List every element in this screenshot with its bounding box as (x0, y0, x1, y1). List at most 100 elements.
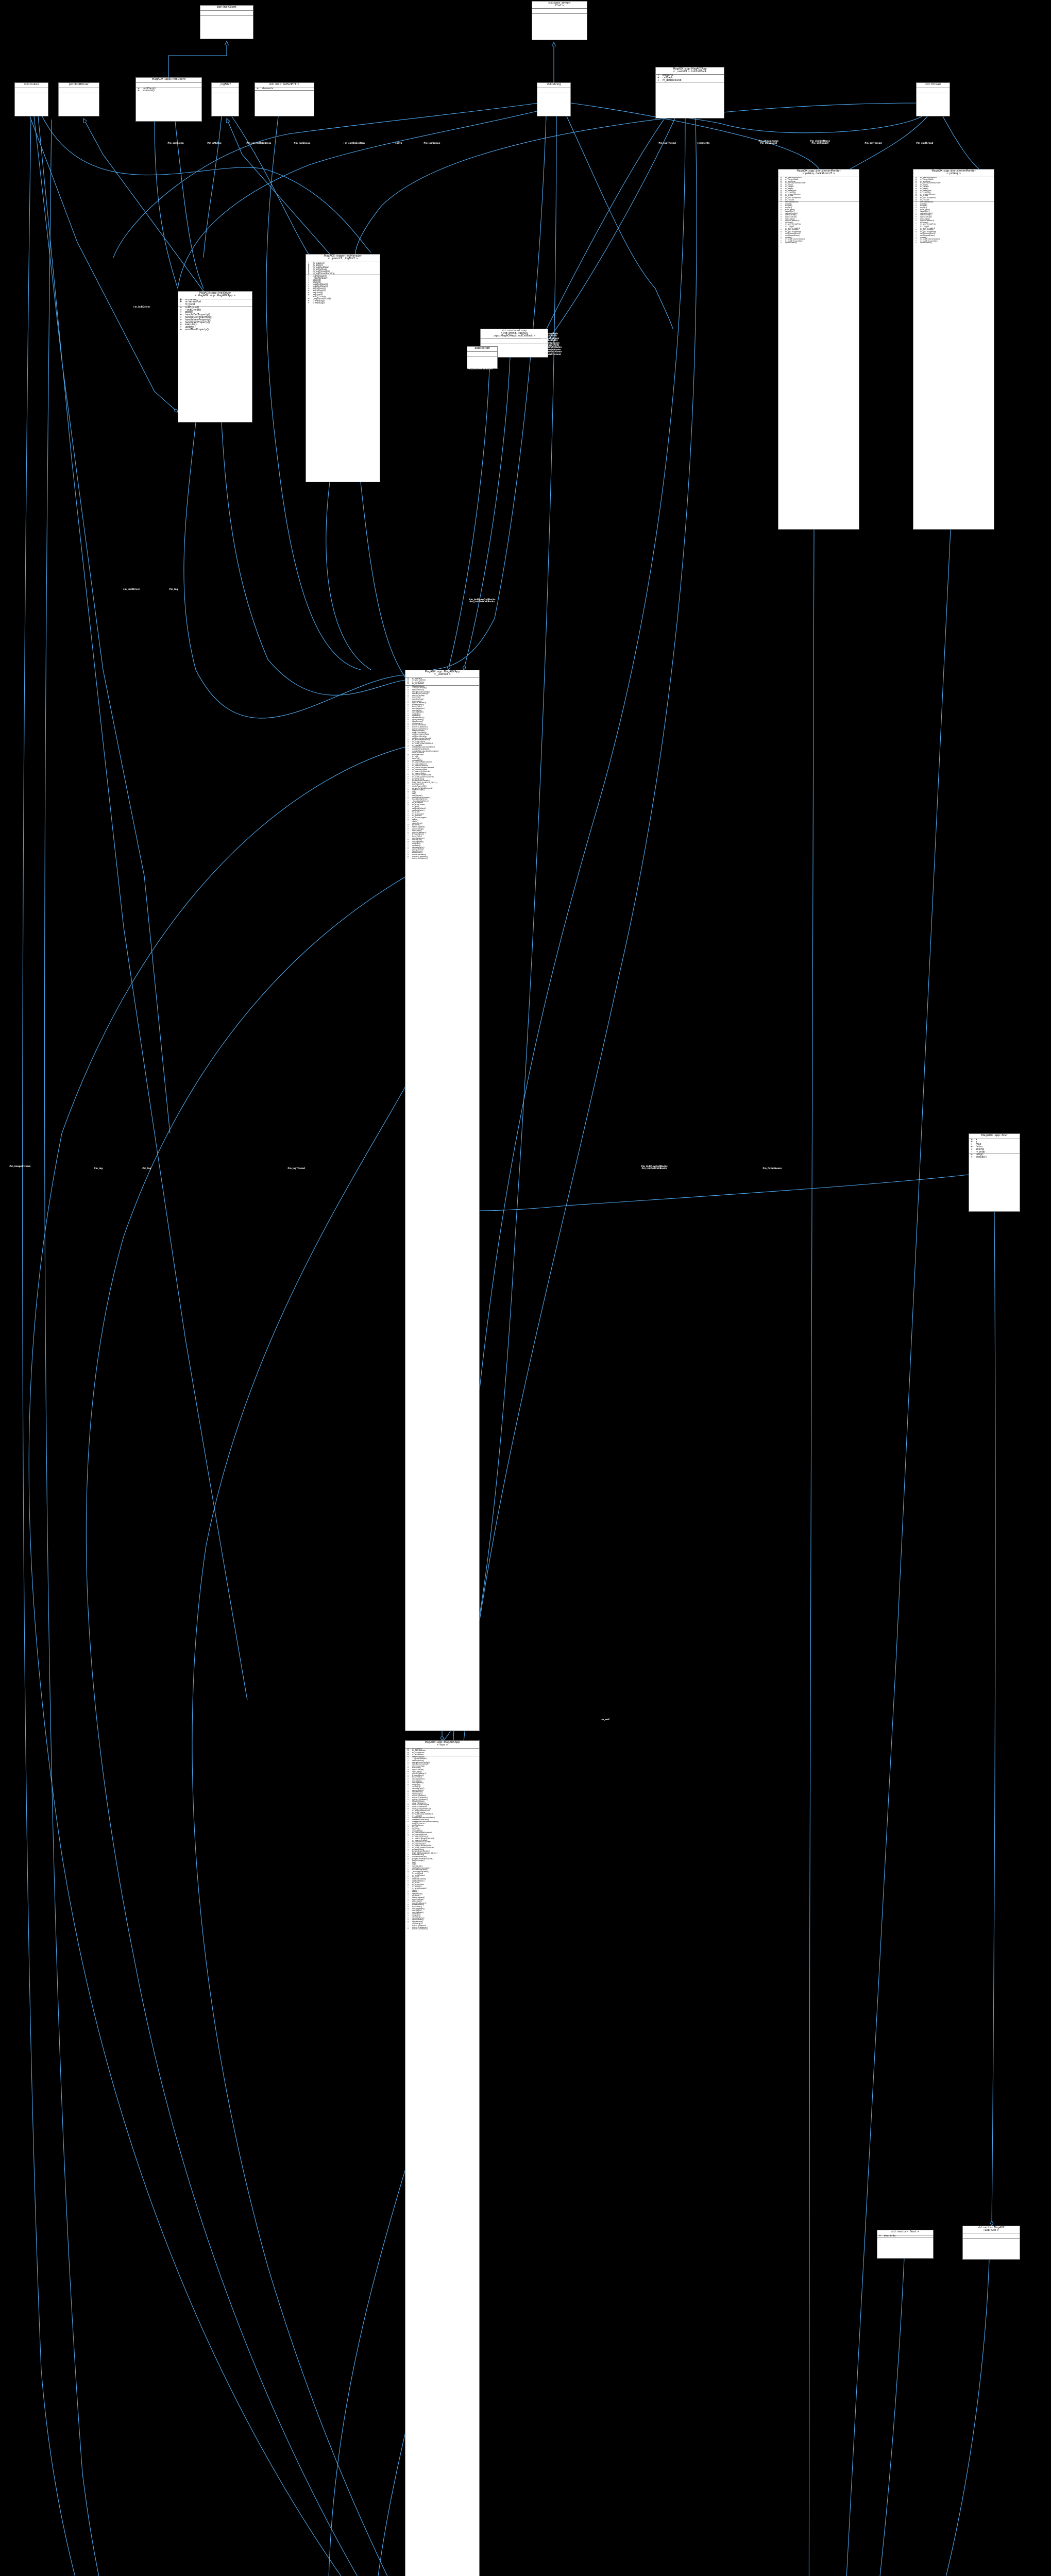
visibility-marker: + (407, 1794, 409, 1797)
visibility-marker: * (408, 1922, 409, 1925)
operations-name: createROIndiText() (412, 1819, 430, 1821)
operations-row: +dataType() (913, 209, 994, 211)
class-attributes-section (532, 9, 587, 14)
attributes-row: #m_restart (913, 199, 994, 201)
visibility-marker: * (408, 1857, 409, 1860)
operations-name: secretsPath() (412, 846, 425, 849)
operations-name: logManager() (313, 274, 327, 277)
operations-name: callBackValueType (412, 1804, 430, 1806)
visibility-marker: * (408, 1815, 409, 1817)
uml-class-indiclient[interactable]: MagAOX::app::indiClient+indiClient()+exe… (135, 77, 202, 122)
visibility-marker: # (915, 182, 917, 184)
uml-class-vector_float[interactable]: std::vector< float >+elements (877, 2230, 934, 2259)
operations-row: *m_powerState (405, 1843, 479, 1845)
uml-class-shmim_dark[interactable]: MagAOX::app::dev::shmimMonitor < psfAcq,… (778, 169, 859, 530)
visibility-marker: + (407, 1783, 409, 1786)
visibility-marker: # (780, 191, 782, 194)
operations-name: onPowerOff() (412, 783, 425, 786)
visibility-marker: * (408, 842, 409, 845)
uml-class-std_mutex[interactable]: std::mutex (14, 82, 48, 116)
uml-class-std_list_bufferptrt[interactable]: std::list< bufferPtrT >+elements (255, 82, 314, 116)
class-attributes-section (963, 2233, 1020, 2239)
uml-class-magaoxapp_true[interactable]: MagAOX::app::MagAOXApp < true >#m_sysPat… (405, 1740, 480, 2576)
edge-label: -m_self (407, 1270, 416, 1273)
operations-name: m_powerOnCounter (412, 1841, 431, 1843)
operations-row: *configBase() (405, 1911, 479, 1914)
operations-name: sysPath() (412, 1785, 421, 1788)
visibility-marker: # (780, 176, 782, 179)
visibility-marker: + (915, 210, 917, 213)
visibility-marker: + (308, 280, 310, 283)
operations-row: *m_stateLogged (405, 1887, 479, 1890)
operations-row: *state() (405, 821, 479, 823)
uml-class-magaoxapp_useindi[interactable]: MagAOX::app::MagAOXApp < _useINDI >#m_sy… (405, 670, 480, 1731)
operations-row: *m_pid (405, 756, 479, 758)
visibility-marker: * (408, 1874, 409, 1876)
visibility-marker: * (408, 817, 409, 819)
visibility-marker: * (408, 1824, 409, 1826)
attributes-name: m_sysPath (412, 677, 422, 680)
class-attributes-section: #m_sysPath#m_secretsPath#m_loopPause#m_s… (405, 677, 479, 686)
operations-name: execute() (185, 324, 197, 327)
visibility-marker: + (308, 291, 310, 294)
operations-row: +setupConfig() (778, 212, 859, 215)
uml-class-star[interactable]: MagAOX::app::Star+x+y+max+fwhm+seeing-m_… (969, 1133, 1020, 1212)
operations-name: execute() (143, 90, 155, 93)
operations-row: *configName() (405, 1908, 479, 1910)
operations-row: +execute() (136, 90, 201, 93)
uml-class-std_basic_string[interactable]: std::basic_string< Char > (532, 1, 587, 40)
visibility-marker: + (915, 208, 917, 211)
uml-class-application[interactable]: application (467, 346, 498, 369)
operations-row: +driverInName() (405, 1795, 479, 1797)
operations-row: +dealloc() (969, 1156, 1020, 1159)
operations-row: +configBase() (405, 711, 479, 714)
uml-class-logmanager[interactable]: MagAOX::logger::logManager < _parentT, _… (306, 254, 380, 482)
visibility-marker: * (408, 740, 409, 743)
uml-class-indidriver[interactable]: MagAOX::app::indiDriver < MagAOX::app::M… (178, 291, 252, 422)
operations-name: m_smThreadInit (920, 227, 935, 229)
operations-row: *driverCtrlName() (405, 857, 479, 860)
operations-name: powerStateTarget() (412, 1850, 430, 1853)
operations-name: ~indiDriver() (185, 309, 201, 312)
operations-name: dealloc() (976, 1156, 987, 1159)
operations-row: *smThreadExec() (778, 234, 859, 237)
visibility-marker: + (407, 698, 409, 701)
uml-class-pcf_indidriver[interactable]: pcf::IndiDriver (58, 82, 99, 116)
operations-row: *log() (405, 791, 479, 793)
operations-name: callBackIterator (412, 735, 427, 737)
operations-row: *state() (405, 1889, 479, 1892)
empty-compartment (467, 357, 497, 362)
uml-class-logfilet[interactable]: _logFileT (211, 82, 239, 116)
attributes-name: m_semaphoreNumber (920, 182, 941, 184)
visibility-marker: + (780, 215, 782, 218)
operations-name: INDI_SETCALLBACK_DECL() (412, 1852, 437, 1854)
uml-class-pcf_indiclient[interactable]: pcf::IndiClient (200, 5, 253, 39)
operations-row: +indiDriver() (178, 307, 252, 310)
visibility-marker: + (407, 709, 409, 711)
empty-compartment (467, 352, 497, 357)
uml-class-shmim_psfacq[interactable]: MagAOX::app::dev::shmimMonitor < psfAcq … (913, 169, 994, 530)
visibility-marker: * (781, 232, 782, 235)
operations-name: appStartup() (412, 1898, 424, 1901)
attributes-name: m_parent (313, 263, 323, 266)
visibility-marker: * (408, 822, 409, 824)
uml-class-pid_mutex[interactable]: std::unordered_map < std::string, MagAOX… (480, 329, 548, 358)
uml-class-indicallback[interactable]: MagAOX::app::MagAOXApp < _useINDI >::ind… (655, 67, 724, 118)
operations-row: -derived() (778, 222, 859, 224)
uml-class-std_thread[interactable]: std::thread (916, 82, 950, 116)
visibility-marker: + (915, 202, 917, 205)
visibility-marker: + (970, 1146, 973, 1149)
operations-name: m_powerMgtEnabled (412, 1832, 432, 1834)
operations-name: whilePowerOff() (412, 1855, 427, 1858)
uml-class-vector_star[interactable]: std::vector< MagAOX ::app::Star > (962, 2226, 1020, 2260)
visibility-marker: * (408, 1850, 409, 1853)
visibility-marker: + (179, 324, 182, 327)
visibility-marker: * (408, 1887, 409, 1890)
uml-class-std_string[interactable]: std::string (537, 82, 571, 116)
class-operations-section: +prop()+dealloc() (969, 1154, 1020, 1159)
visibility-marker: + (407, 1778, 409, 1780)
visibility-marker: * (408, 1914, 409, 1917)
operations-name: setupBasicConfig() (412, 1761, 430, 1764)
operations-name: shmimName() (920, 201, 934, 204)
operations-name: smThreadStart() (785, 232, 801, 235)
